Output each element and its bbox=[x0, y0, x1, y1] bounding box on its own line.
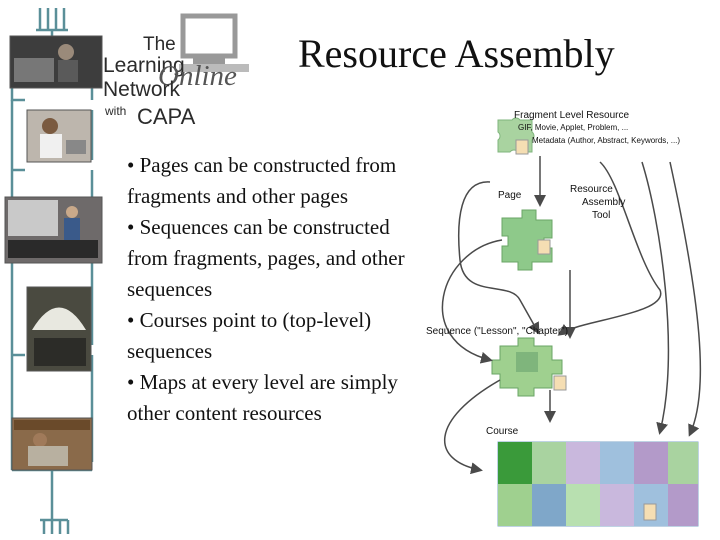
tool-label-line2: Assembly bbox=[582, 197, 626, 208]
photo-4 bbox=[26, 286, 92, 372]
photo-2 bbox=[26, 109, 92, 163]
fragment-puzzle-piece bbox=[497, 117, 535, 155]
logo-line-with: with bbox=[105, 104, 127, 118]
course-puzzle-grid bbox=[497, 441, 699, 527]
photo-3 bbox=[4, 196, 103, 264]
page-label: Page bbox=[498, 190, 522, 201]
logo-online: Online bbox=[158, 60, 237, 92]
logo: The Learning Online Network with CAPA bbox=[103, 13, 293, 135]
tool-label-line3: Tool bbox=[592, 210, 611, 221]
photo-1 bbox=[9, 35, 103, 89]
flow-arrows bbox=[441, 156, 702, 475]
resource-assembly-diagram: Fragment Level Resource GIF, Movie, Appl… bbox=[420, 100, 720, 540]
sequence-label: Sequence ("Lesson", "Chapter") bbox=[426, 326, 569, 337]
logo-line-network: Network bbox=[103, 78, 181, 101]
logo-line-learning: Learning bbox=[103, 54, 185, 77]
bullet-item: • Pages can be constructed from fragment… bbox=[127, 153, 397, 208]
slide-title: Resource Assembly bbox=[298, 31, 615, 76]
computer-icon bbox=[179, 13, 249, 72]
fragment-metadata-label: Metadata (Author, Abstract, Keywords, ..… bbox=[532, 136, 681, 145]
decorative-rail bbox=[4, 8, 103, 534]
course-label: Course bbox=[486, 426, 519, 437]
photo-5 bbox=[11, 417, 93, 471]
bullet-item: • Sequences can be constructed from frag… bbox=[127, 215, 405, 301]
bullet-list: • Pages can be constructed from fragment… bbox=[127, 150, 417, 429]
page-puzzle-cluster bbox=[501, 209, 553, 271]
sequence-puzzle-cluster bbox=[491, 337, 567, 397]
fragment-level-label: Fragment Level Resource bbox=[514, 110, 630, 121]
diagram-graphics bbox=[441, 117, 702, 527]
bullet-item: • Maps at every level are simply other c… bbox=[127, 370, 398, 425]
logo-line-capa: CAPA bbox=[137, 104, 196, 129]
tool-label-line1: Resource bbox=[570, 184, 613, 195]
logo-line-the: The bbox=[143, 34, 176, 55]
bullet-item: • Courses point to (top-level) sequences bbox=[127, 308, 372, 363]
fragment-types-label: GIF, Movie, Applet, Problem, ... bbox=[518, 123, 629, 132]
